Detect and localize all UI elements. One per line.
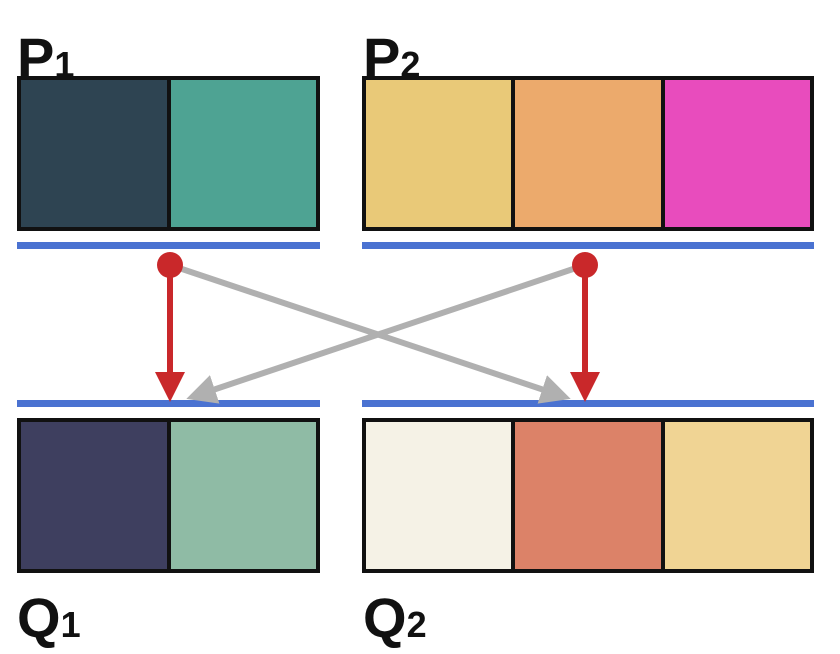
swatch-p1-1 <box>21 80 167 227</box>
source-dot-p1 <box>157 252 183 278</box>
bar-p1 <box>17 242 320 249</box>
bar-q1 <box>17 400 320 407</box>
swatch-p2-2 <box>515 80 661 227</box>
swatch-q1-2 <box>170 422 316 569</box>
palette-p1 <box>17 76 320 231</box>
swatch-q1-1 <box>21 422 167 569</box>
swatch-p1-2 <box>170 80 316 227</box>
palette-p2 <box>362 76 814 231</box>
cross-arrow-p1-to-q2 <box>169 262 571 404</box>
label-q1: Q1 <box>17 586 81 649</box>
swatch-p2-1 <box>366 80 512 227</box>
palette-q2 <box>362 418 814 573</box>
swatch-q2-2 <box>515 422 661 569</box>
bar-p2 <box>362 242 814 249</box>
label-q2: Q2 <box>363 586 427 649</box>
bar-q2 <box>362 400 814 407</box>
swatch-q2-3 <box>664 422 810 569</box>
swatch-p2-3 <box>664 80 810 227</box>
cross-arrow-p2-to-q1 <box>186 262 586 404</box>
source-dot-p2 <box>572 252 598 278</box>
swatch-q2-1 <box>366 422 512 569</box>
palette-q1 <box>17 418 320 573</box>
